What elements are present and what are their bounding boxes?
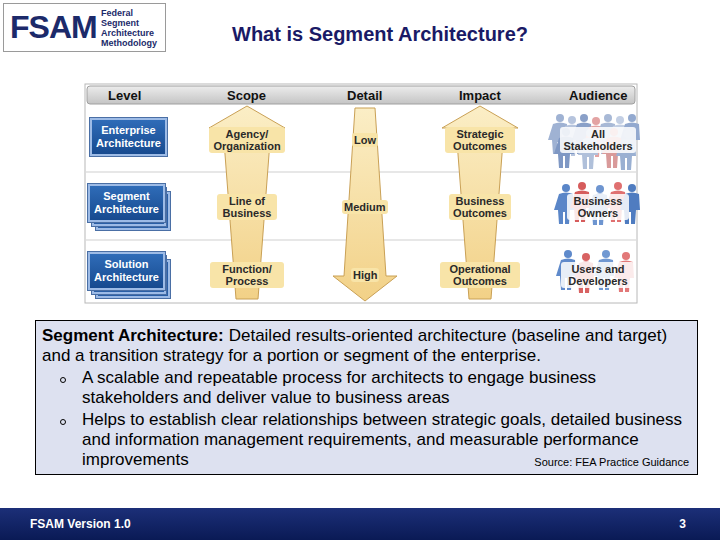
scope-arrow <box>209 106 285 299</box>
level-name: Solution Architecture <box>94 258 159 284</box>
person-head <box>568 116 576 124</box>
person-head <box>614 182 622 190</box>
table-frame <box>85 84 637 303</box>
bullet-item: A scalable and repeatable process for ar… <box>42 368 689 408</box>
person-head <box>582 253 590 261</box>
person-head <box>562 184 570 192</box>
person-head <box>616 116 624 124</box>
definition-paragraph: Segment Architecture:Detailed results-or… <box>42 326 689 366</box>
column-header: Impact <box>457 87 503 104</box>
arrow-label: Business Outcomes <box>449 194 511 220</box>
level-name: Enterprise Architecture <box>96 124 161 150</box>
audience-label: Business Owners <box>567 194 629 220</box>
column-header: Detail <box>345 87 384 104</box>
person-head <box>622 252 630 260</box>
logo-name: Federal Segment Architecture Methodology <box>101 8 163 48</box>
arrow-label: Low <box>352 133 378 147</box>
source-note: Source: FEA Practice Guidance <box>534 455 689 469</box>
detail-arrow <box>333 108 397 301</box>
person-head <box>596 185 604 193</box>
level-box: Solution Architecture <box>88 252 165 290</box>
person-head <box>592 117 600 125</box>
person-head <box>564 250 572 258</box>
audience-label: Users and Developers <box>561 262 635 288</box>
footer-bar: FSAM Version 1.0 3 <box>0 508 720 540</box>
column-header: Scope <box>225 87 268 104</box>
arrow-label: High <box>351 268 379 282</box>
person-head <box>628 184 636 192</box>
definition-term: Segment Architecture: <box>42 326 224 345</box>
level-name: Segment Architecture <box>94 190 159 216</box>
bullet-text: A scalable and repeatable process for ar… <box>82 368 596 407</box>
page-number: 3 <box>679 517 686 531</box>
person-head <box>602 250 610 258</box>
person-head <box>580 114 588 122</box>
column-header: Level <box>106 87 143 104</box>
slide-title: What is Segment Architecture? <box>232 22 528 46</box>
level-box: Enterprise Architecture <box>90 118 167 156</box>
person-head <box>604 114 612 122</box>
person-head <box>556 114 564 122</box>
footer-version: FSAM Version 1.0 <box>30 517 131 531</box>
column-header: Audience <box>567 87 630 104</box>
arrow-label: Medium <box>342 200 388 214</box>
header-bar <box>87 86 635 104</box>
logo-acronym: FSAM <box>10 9 97 45</box>
arrow-label: Strategic Outcomes <box>445 127 515 153</box>
person-head <box>578 182 586 190</box>
level-box: Segment Architecture <box>88 184 165 222</box>
arrow-label: Line of Business <box>217 194 277 220</box>
person-head <box>628 114 636 122</box>
bullet-item: Helps to establish clear relationships b… <box>42 410 689 470</box>
arrow-label: Function/ Process <box>210 262 284 288</box>
audience-label: All Stakeholders <box>560 127 636 153</box>
arrow-label: Agency/ Organization <box>209 127 285 153</box>
people-icons <box>548 114 640 293</box>
logo-box: FSAMFederal Segment Architecture Methodo… <box>3 3 166 52</box>
arrow-label: Operational Outcomes <box>440 262 520 288</box>
definition-box: Segment Architecture:Detailed results-or… <box>35 320 698 475</box>
